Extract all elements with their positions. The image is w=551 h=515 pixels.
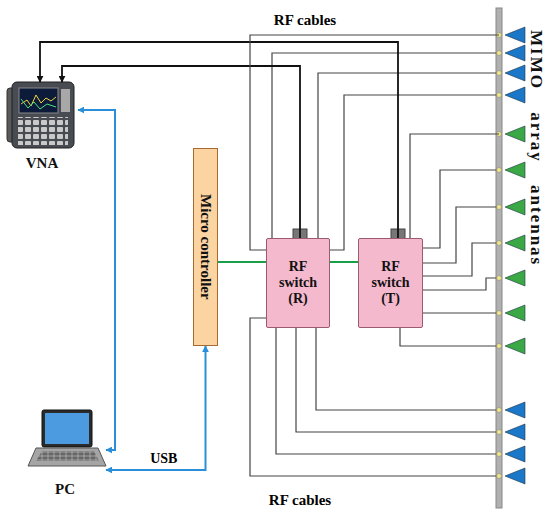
rf-cable [423,278,499,290]
cable-connector [78,110,115,450]
rf-cables [250,53,499,476]
antenna-element [505,446,525,462]
rf-cable [423,207,499,263]
antenna-element [505,235,525,251]
antenna-element [505,468,525,484]
laptop-keyboard [36,451,99,461]
instrument-body [12,82,74,148]
antenna-element [505,424,525,440]
computer-node: PC [24,410,106,498]
laptop-base [28,448,106,466]
cable-junction [497,71,502,76]
cable-junction [497,93,502,98]
node-label: VNA [26,154,59,172]
switch-box: RF switch (T) [358,238,423,328]
laptop-bezel [42,410,92,447]
node-label: PC [55,480,75,498]
cable-connector [40,42,398,238]
cable-junction [497,430,502,435]
rf-cable [316,328,499,410]
cable-junction [497,474,502,479]
antenna-element [505,338,525,354]
softkeys [61,89,70,112]
trace [21,95,56,106]
antenna-element [505,126,525,142]
cable-junction [497,452,502,457]
rf-cable [318,73,499,238]
cable-connector [330,261,358,263]
rf-cable [400,328,499,346]
node-label: MIMO array antennas [526,30,546,266]
keypad [18,117,68,145]
antenna-element [505,45,525,61]
switch-box: RF switch (R) [266,238,330,328]
rf-cable [423,170,499,248]
rf-cable [423,312,499,313]
rf-cable [330,95,499,250]
instrument-screen [19,88,58,113]
cable-junction [497,311,502,316]
cable-junction [497,168,502,173]
antenna-bar [496,8,502,508]
controller-box: Micro controller [193,148,218,346]
node-label: Micro controller [197,194,215,300]
antenna-element [505,27,525,43]
cable-junction [497,408,502,413]
rf-cable [272,53,499,238]
antenna-element [505,65,525,81]
rf-cable [296,328,499,432]
node-label: RF switch (T) [364,259,418,307]
laptop-display [45,413,89,444]
antenna-elements [497,27,526,484]
cable-junction [497,205,502,210]
antenna-element [505,87,525,103]
node-label: RF switch (R) [271,259,325,307]
laptop [28,410,106,466]
cable-junction [497,241,502,246]
cable-connector [62,66,300,238]
antenna-element [505,162,525,178]
antenna-element [505,270,525,286]
instrument-node: VNA [6,82,78,172]
cable-junction [497,51,502,56]
cable-junction [497,344,502,349]
edge-label: USB [148,451,179,467]
antenna-array: MIMO array antennas [499,8,551,508]
antenna-element [505,402,525,418]
rf-cable [276,328,499,454]
cable-label: RF cables [269,492,331,509]
cable-connector [250,35,499,250]
cable-connector [410,134,499,238]
cable-junction [497,276,502,281]
trace [21,99,56,109]
rf-cable [250,318,499,476]
vna-instrument [7,82,74,148]
rf-cable [423,243,499,276]
antenna-element [505,305,525,321]
cable-connector [106,346,206,470]
cable-connector [218,261,266,263]
antenna-element [505,199,525,215]
cable-label: RF cables [274,12,336,29]
